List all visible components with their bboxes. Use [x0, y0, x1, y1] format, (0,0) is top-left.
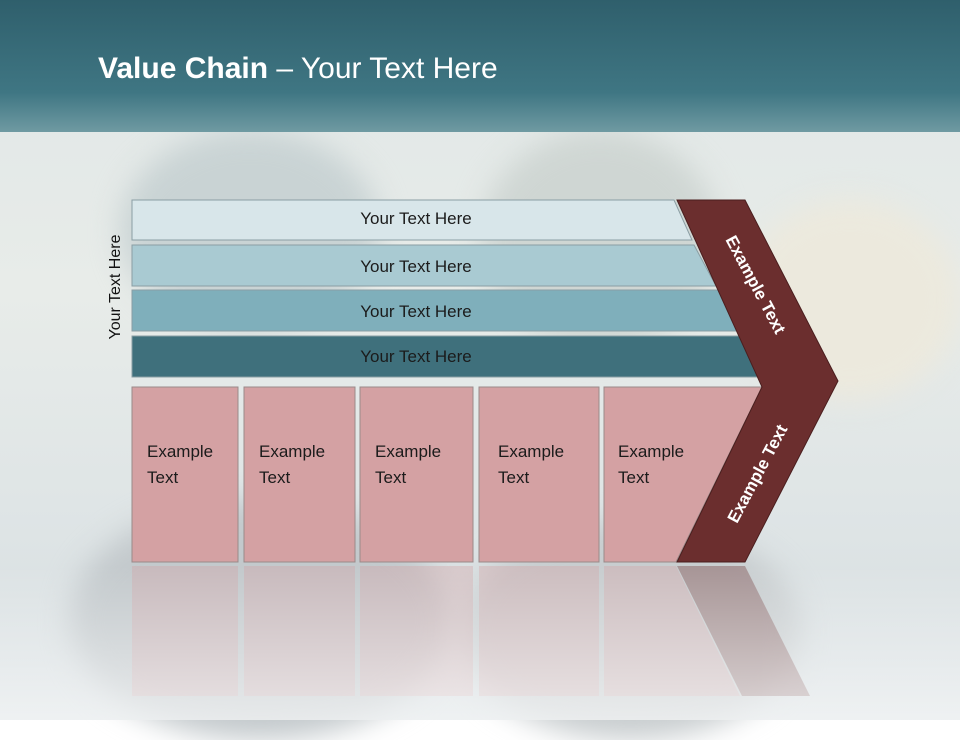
support-row-label: Your Text Here: [360, 209, 472, 228]
value-chain-diagram: [0, 199, 960, 720]
support-row-label: Your Text Here: [360, 347, 472, 366]
support-row-label: Your Text Here: [360, 257, 472, 276]
slide-title: Value Chain – Your Text Here: [98, 52, 498, 85]
support-row-label: Your Text Here: [360, 302, 472, 321]
primary-activity-box: [131, 386, 239, 563]
support-row: [131, 199, 693, 241]
header-band: [0, 0, 960, 132]
primary-activity-box: [478, 386, 600, 563]
primary-activity-box-last: [603, 386, 763, 563]
primary-activity-box: [359, 386, 474, 563]
primary-activity-box: [243, 386, 356, 563]
reflection-fade: [0, 566, 960, 720]
margin-chevron: [676, 199, 839, 563]
